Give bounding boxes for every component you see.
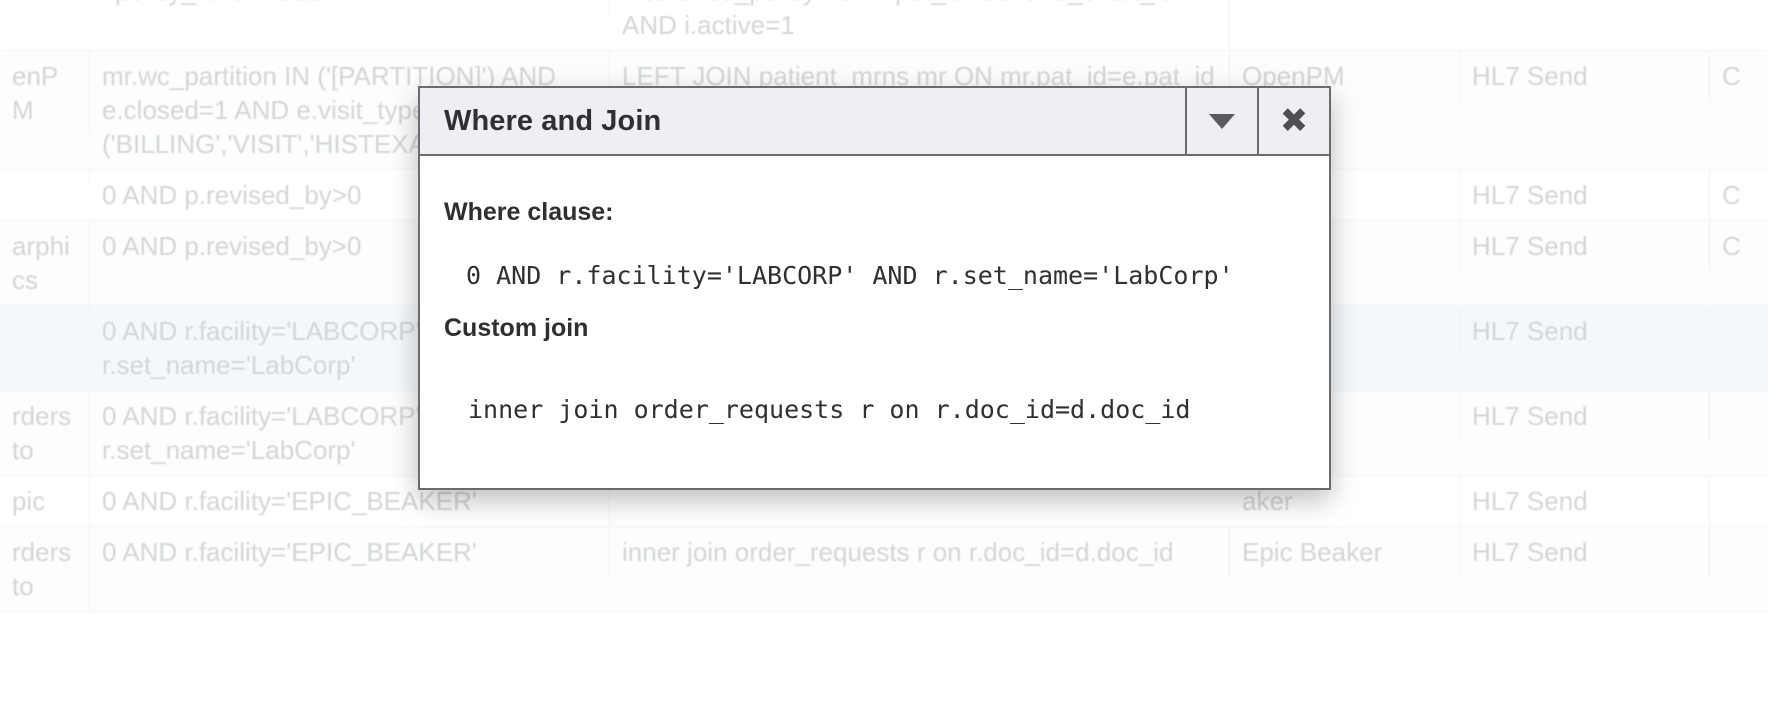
where-clause-label: Where clause:: [444, 198, 614, 226]
close-button[interactable]: ✖: [1257, 88, 1329, 154]
table-cell-extra: C: [1722, 180, 1741, 210]
table-cell-system: pic: [0, 476, 90, 526]
table-cell-system: rders to: [0, 527, 90, 611]
custom-join-value: inner join order_requests r on r.doc_id=…: [468, 395, 1191, 424]
dialog-body: Where clause: 0 AND r.facility='LABCORP'…: [420, 156, 1329, 488]
table-cell-where_clause: i.policy_id IS NULL: [90, 0, 610, 16]
collapse-button[interactable]: [1185, 88, 1257, 154]
table-cell-action: HL7 Send: [1460, 476, 1710, 526]
dialog-title: Where and Join: [444, 104, 662, 137]
table-cell-extra: [1710, 476, 1768, 492]
table-row[interactable]: i.policy_id IS NULLinsurance_policy i ON…: [0, 0, 1768, 51]
table-cell-join_clause: inner join order_requests r on r.doc_id=…: [610, 527, 1230, 577]
table-cell-action: HL7 Send: [1460, 391, 1710, 441]
table-cell-extra: [1710, 527, 1768, 543]
table-cell-system: [0, 170, 90, 186]
table-cell-where_clause: 0 AND p.revised_by>0: [90, 170, 610, 220]
table-cell-join_clause: insurance_policy i ON i.pat_id=eb.fund_c…: [610, 0, 1230, 50]
close-icon: ✖: [1279, 101, 1309, 141]
table-cell-system: arphics: [0, 221, 90, 305]
table-cell-where_clause: 0 AND p.revised_by>0: [90, 221, 610, 271]
where-clause-value: 0 AND r.facility='LABCORP' AND r.set_nam…: [466, 261, 1234, 290]
table-cell-action: HL7 Send: [1460, 51, 1710, 101]
table-cell-where_clause: 0 AND r.facility='EPIC_BEAKER': [90, 476, 610, 526]
table-cell-extra: [1710, 306, 1768, 322]
table-cell-system: rders to: [0, 391, 90, 475]
table-cell-interface: Epic Beaker: [1230, 527, 1460, 577]
table-cell-action: HL7 Send: [1460, 527, 1710, 577]
table-cell-extra: C: [1722, 61, 1741, 91]
table-cell-where_clause: 0 AND r.facility='EPIC_BEAKER': [90, 527, 610, 577]
table-cell-extra: C: [1722, 231, 1741, 261]
table-cell-action: HL7 Send: [1460, 170, 1710, 220]
dialog-titlebar: Where and Join ✖: [420, 88, 1329, 156]
table-cell-system: [0, 306, 90, 322]
table-cell-system: enPM: [0, 51, 90, 135]
table-cell-action: HL7 Send: [1460, 221, 1710, 271]
table-cell-extra: [1710, 391, 1768, 407]
table-cell-where_clause: 0 AND r.facility='LABCORP' AND r.set_nam…: [90, 391, 610, 475]
chevron-down-icon: [1209, 113, 1235, 129]
table-cell-interface: aker: [1230, 476, 1460, 526]
custom-join-label: Custom join: [444, 314, 589, 342]
where-and-join-dialog: Where and Join ✖ Where clause: 0 AND r.f…: [418, 86, 1331, 490]
table-cell-action: HL7 Send: [1460, 306, 1710, 356]
